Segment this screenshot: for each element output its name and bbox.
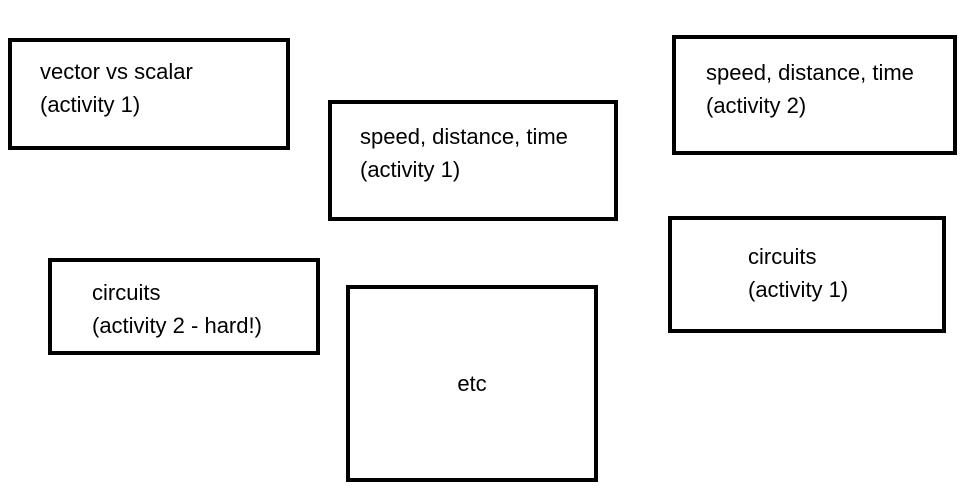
card-title: etc	[457, 371, 487, 396]
card-subtitle: (activity 1)	[360, 157, 461, 182]
card-subtitle: (activity 1)	[748, 277, 849, 302]
card-title: speed, distance, time	[360, 124, 568, 149]
card-subtitle: (activity 1)	[40, 92, 141, 117]
card-speed-distance-time-activity-1[interactable]: speed, distance, time (activity 1)	[328, 100, 618, 221]
card-speed-distance-time-activity-2[interactable]: speed, distance, time (activity 2)	[672, 35, 957, 155]
card-title: circuits	[92, 280, 161, 305]
card-circuits-activity-2-hard[interactable]: circuits (activity 2 - hard!)	[48, 258, 320, 355]
card-circuits-activity-1[interactable]: circuits (activity 1)	[668, 216, 946, 333]
card-title: speed, distance, time	[706, 60, 914, 85]
card-title: vector vs scalar	[40, 59, 193, 84]
card-subtitle: (activity 2)	[706, 93, 807, 118]
card-vector-vs-scalar-activity-1[interactable]: vector vs scalar (activity 1)	[8, 38, 290, 150]
card-subtitle: (activity 2 - hard!)	[92, 313, 262, 338]
card-etc[interactable]: etc	[346, 285, 598, 482]
card-title: circuits	[748, 244, 817, 269]
